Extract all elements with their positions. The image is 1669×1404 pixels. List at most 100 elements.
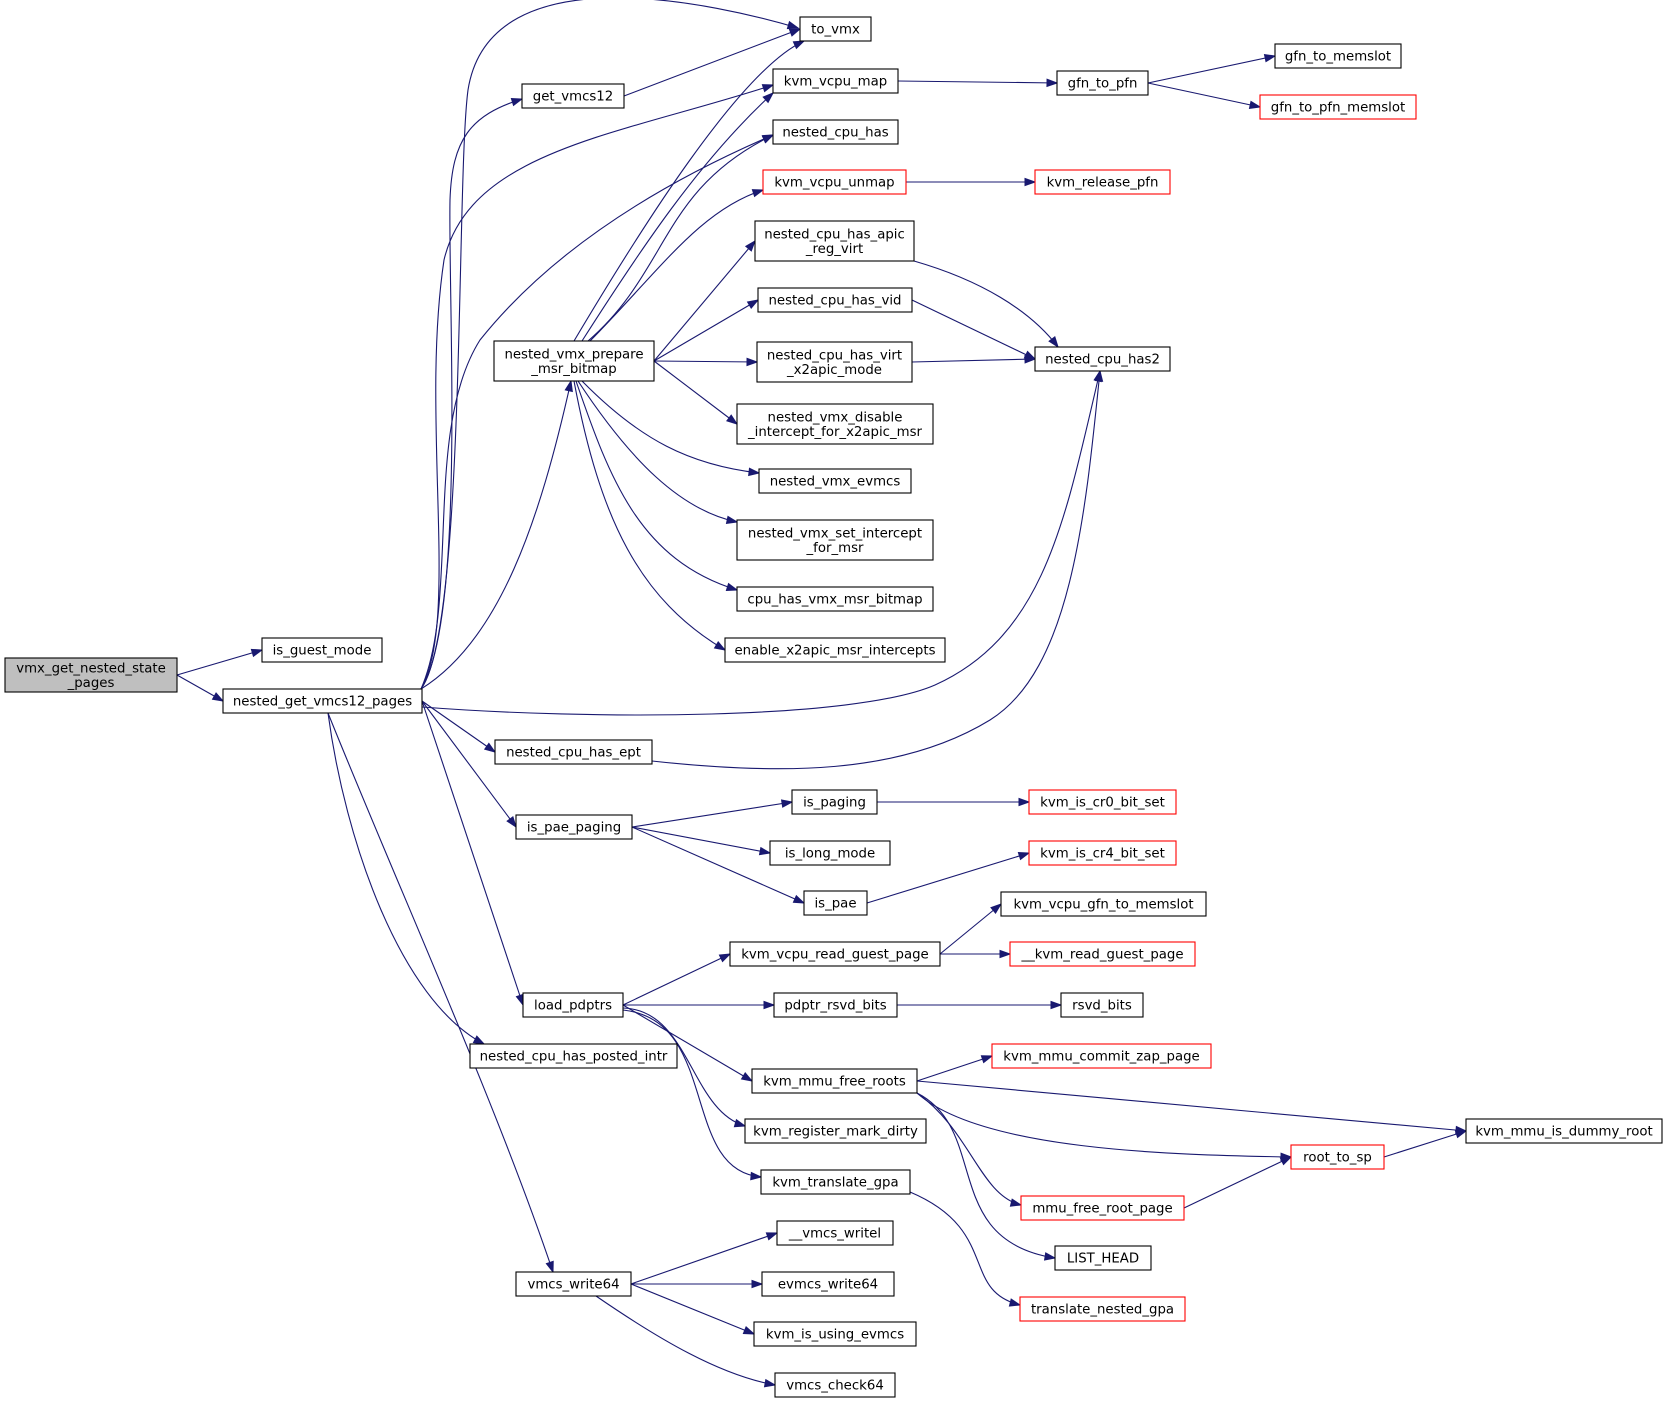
node-kvm-is-cr4-bit-set[interactable]: kvm_is_cr4_bit_set (1028, 840, 1177, 866)
node-label: nested_get_vmcs12_pages (233, 695, 412, 710)
node-is-paging[interactable]: is_paging (791, 789, 878, 815)
node-box (1020, 1195, 1185, 1221)
edge-load_pdptrs-to-kvm_translate_gpa (622, 1009, 763, 1181)
node-kvm-translate-gpa[interactable]: kvm_translate_gpa (760, 1169, 911, 1195)
node-get-vmcs12[interactable]: get_vmcs12 (521, 83, 625, 109)
node-is-guest-mode[interactable]: is_guest_mode (261, 637, 383, 663)
edge-line (573, 380, 726, 651)
node-vmcs-check64[interactable]: vmcs_check64 (774, 1372, 896, 1398)
node-kvm-vcpu-gfn-to-memslot[interactable]: kvm_vcpu_gfn_to_memslot (1000, 891, 1207, 917)
node-kvm-mmu-free-roots[interactable]: kvm_mmu_free_roots (751, 1068, 918, 1094)
node-vmcs-write64[interactable]: vmcs_write64 (515, 1271, 632, 1297)
node-nested-cpu-has-virt-x2apic-mode[interactable]: nested_cpu_has_virt_x2apic_mode (756, 341, 913, 383)
node-kvm-release-pfn[interactable]: kvm_release_pfn (1034, 169, 1171, 195)
node-label: kvm_translate_gpa (772, 1176, 898, 1191)
node-label: nested_cpu_has_virt (767, 348, 902, 363)
node-mmu-free-root-page[interactable]: mmu_free_root_page (1020, 1195, 1185, 1221)
node-vmcs-writel[interactable]: __vmcs_writel (776, 1220, 894, 1246)
node-label: kvm_is_using_evmcs (766, 1328, 904, 1343)
node-nested-get-vmcs12-pages[interactable]: nested_get_vmcs12_pages (222, 688, 423, 714)
node-rsvd-bits[interactable]: rsvd_bits (1060, 992, 1144, 1018)
arrowhead-icon (1024, 354, 1037, 364)
node---kvm-read-guest-page[interactable]: __kvm_read_guest_page (1009, 941, 1196, 967)
arrowhead-icon (564, 379, 573, 393)
arrowhead-icon (713, 640, 727, 651)
node-label: translate_nested_gpa (1031, 1303, 1174, 1318)
node-kvm-vcpu-map[interactable]: kvm_vcpu_map (772, 68, 899, 94)
node-label: kvm_mmu_is_dummy_root (1475, 1125, 1652, 1140)
node-evmcs-write64[interactable]: evmcs_write64 (761, 1271, 895, 1297)
node-label: _for_msr (806, 541, 864, 556)
node-pdptr-rsvd-bits[interactable]: pdptr_rsvd_bits (773, 992, 898, 1018)
node-gfn-to-pfn-memslot[interactable]: gfn_to_pfn_memslot (1259, 94, 1417, 120)
node-kvm-vcpu-read-guest-page[interactable]: kvm_vcpu_read_guest_page (729, 941, 941, 967)
arrowhead-icon (1017, 851, 1031, 861)
edge-kvm_translate_gpa-to-translate_nested_gpa (909, 1191, 1022, 1307)
node-box (4, 657, 178, 693)
arrowhead-icon (740, 1071, 754, 1082)
node-label: kvm_vcpu_read_guest_page (741, 948, 929, 963)
node-gfn-to-memslot[interactable]: gfn_to_memslot (1274, 43, 1402, 69)
arrowhead-icon (1018, 797, 1031, 807)
edge-line (573, 40, 805, 342)
edge-line (587, 134, 774, 342)
node-label: mmu_free_root_page (1032, 1202, 1172, 1217)
arrowhead-icon (510, 97, 524, 107)
edge-line (421, 700, 517, 828)
edge-kvm_mmu_free_roots-to-LIST_HEAD (916, 1092, 1057, 1261)
node-gfn-to-pfn[interactable]: gfn_to_pfn (1056, 70, 1149, 96)
arrowhead-icon (733, 1118, 747, 1128)
node-is-long-mode[interactable]: is_long_mode (769, 840, 891, 866)
edge-line (1383, 1130, 1467, 1158)
arrowhead-icon (726, 414, 739, 425)
node-box (791, 789, 878, 815)
node-box (1009, 941, 1196, 967)
node-kvm-vcpu-unmap[interactable]: kvm_vcpu_unmap (762, 169, 907, 195)
arrowhead-icon (1009, 1198, 1023, 1207)
arrowhead-icon (758, 846, 772, 856)
node-box (736, 586, 934, 612)
arrowhead-icon (725, 582, 739, 592)
edge-line (939, 903, 1002, 955)
node-is-pae-paging[interactable]: is_pae_paging (515, 814, 633, 840)
node-box (772, 68, 899, 94)
node-kvm-mmu-is-dummy-root[interactable]: kvm_mmu_is_dummy_root (1465, 1118, 1663, 1144)
node-root-to-sp[interactable]: root_to_sp (1290, 1144, 1385, 1170)
node-box (772, 119, 899, 145)
arrowhead-icon (1050, 1000, 1063, 1010)
node-label: vmcs_check64 (786, 1379, 884, 1394)
edge-load_pdptrs-to-kvm_register_mark_dirty (622, 1007, 747, 1128)
node-nested-vmx-set-intercept-for-msr[interactable]: nested_vmx_set_intercept_for_msr (736, 519, 934, 561)
node-nested-vmx-prepare-msr-bitmap[interactable]: nested_vmx_prepare_msr_bitmap (493, 340, 655, 382)
node-box (754, 220, 915, 262)
node-translate-nested-gpa[interactable]: translate_nested_gpa (1019, 1296, 1186, 1322)
edge-is_pae_paging-to-is_paging (631, 799, 794, 828)
node-box (736, 519, 934, 561)
edge-line (866, 852, 1030, 904)
node-nested-vmx-disable-intercept-for-x2apic-msr[interactable]: nested_vmx_disable_intercept_for_x2apic_… (736, 403, 934, 445)
node-nested-cpu-has-apic-reg-virt[interactable]: nested_cpu_has_apic_reg_virt (754, 220, 915, 262)
node-nested-vmx-evmcs[interactable]: nested_vmx_evmcs (758, 468, 912, 494)
node-to-vmx[interactable]: to_vmx (799, 16, 872, 42)
node-load-pdptrs[interactable]: load_pdptrs (522, 992, 624, 1018)
node-nested-cpu-has-vid[interactable]: nested_cpu_has_vid (757, 287, 913, 313)
node-kvm-mmu-commit-zap-page[interactable]: kvm_mmu_commit_zap_page (991, 1043, 1212, 1069)
arrowhead-icon (472, 1035, 486, 1045)
node-kvm-is-cr0-bit-set[interactable]: kvm_is_cr0_bit_set (1028, 789, 1177, 815)
node-kvm-register-mark-dirty[interactable]: kvm_register_mark_dirty (744, 1118, 927, 1144)
node-cpu-has-vmx-msr-bitmap[interactable]: cpu_has_vmx_msr_bitmap (736, 586, 934, 612)
node-box (1465, 1118, 1663, 1144)
edge-kvm_mmu_free_roots-to-root_to_sp (916, 1092, 1293, 1162)
node-enable-x2apic-msr-intercepts[interactable]: enable_x2apic_msr_intercepts (724, 637, 946, 663)
node-box (1056, 70, 1149, 96)
node-nested-cpu-has-ept[interactable]: nested_cpu_has_ept (494, 739, 653, 765)
node-kvm-is-using-evmcs[interactable]: kvm_is_using_evmcs (753, 1321, 917, 1347)
node-nested-cpu-has[interactable]: nested_cpu_has (772, 119, 899, 145)
node-nested-cpu-has2[interactable]: nested_cpu_has2 (1034, 346, 1171, 372)
edge-nested_vmx_prepare_msr_bitmap-to-nested_vmx_set_intercept_for_msr (577, 380, 739, 525)
node-nested-cpu-has-posted-intr[interactable]: nested_cpu_has_posted_intr (469, 1043, 678, 1069)
edge-is_pae-to-kvm_is_cr4_bit_set (866, 851, 1031, 904)
node-is-pae[interactable]: is_pae (803, 890, 868, 916)
node-LIST-HEAD[interactable]: LIST_HEAD (1054, 1245, 1152, 1271)
node-label: vmx_get_nested_state (16, 661, 166, 676)
